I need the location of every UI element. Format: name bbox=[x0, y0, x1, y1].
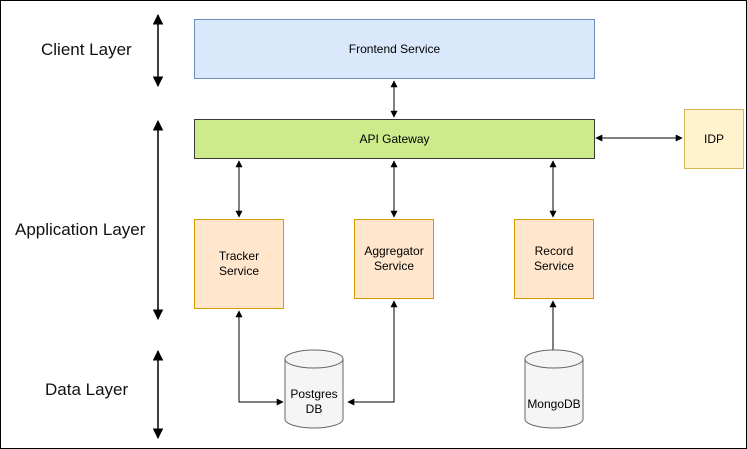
application-layer-label: Application Layer bbox=[15, 220, 146, 239]
frontend-service-node: Frontend Service bbox=[194, 19, 595, 79]
postgres-db-label: Postgres DB bbox=[290, 387, 338, 416]
data-layer-label: Data Layer bbox=[45, 380, 129, 399]
tracker-service-node: Tracker Service bbox=[194, 219, 284, 309]
tracker-postgres-arrow bbox=[235, 310, 284, 406]
api-gateway-node: API Gateway bbox=[194, 119, 595, 159]
client-layer-label: Client Layer bbox=[41, 40, 132, 59]
mongodb-cylinder bbox=[524, 349, 584, 429]
aggregator-service-node: Aggregator Service bbox=[354, 219, 434, 299]
aggregator-postgres-arrow bbox=[347, 300, 398, 406]
mongodb-label: MongoDB bbox=[527, 397, 581, 411]
idp-node: IDP bbox=[684, 109, 744, 169]
record-service-node: Record Service bbox=[514, 219, 594, 299]
postgres-db-cylinder bbox=[284, 349, 344, 429]
